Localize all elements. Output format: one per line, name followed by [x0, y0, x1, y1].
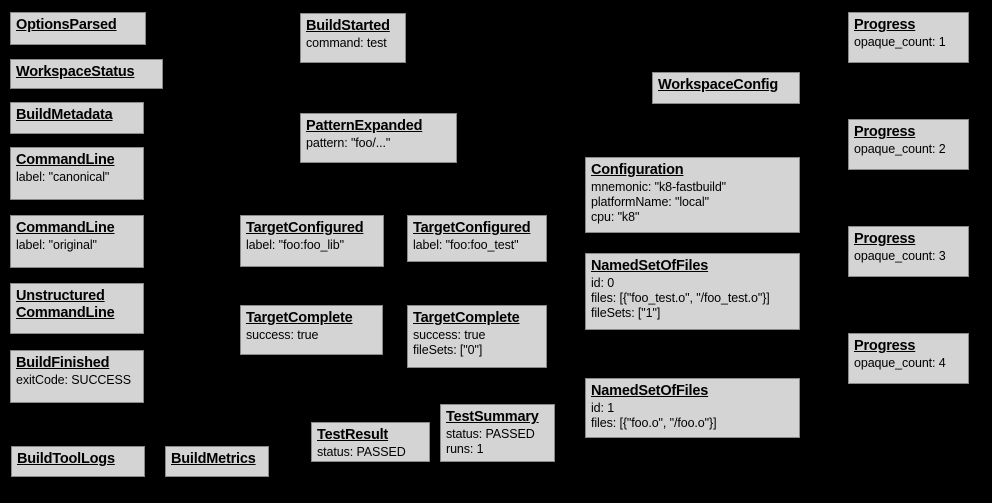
node-title: TestSummary [446, 409, 539, 425]
node-field-list: pattern: "foo/..." [306, 136, 451, 151]
node-field-list: status: PASSED [317, 445, 424, 460]
node-target-configured-foo-lib[interactable]: TargetConfigured label: "foo:foo_lib" [240, 215, 384, 267]
node-title: BuildFinished [16, 355, 110, 371]
node-title: TestResult [317, 427, 389, 443]
node-field-list: opaque_count: 4 [854, 356, 963, 371]
node-field: opaque_count: 3 [854, 249, 946, 263]
node-workspace-status[interactable]: WorkspaceStatus [10, 59, 163, 89]
node-field: opaque_count: 1 [854, 35, 946, 49]
node-build-started[interactable]: BuildStarted command: test [300, 13, 406, 63]
node-build-metrics[interactable]: BuildMetrics [165, 446, 269, 477]
node-title: Progress [854, 338, 916, 354]
node-field-list: exitCode: SUCCESS [16, 373, 138, 388]
node-field: runs: 1 [446, 442, 484, 456]
node-unstructured-command-line[interactable]: Unstructured CommandLine [10, 283, 144, 334]
node-title: NamedSetOfFiles [591, 383, 709, 399]
node-title: TargetConfigured [413, 220, 531, 236]
node-field: platformName: "local" [591, 195, 709, 209]
node-field-list: label: "foo:foo_lib" [246, 238, 378, 253]
node-title: Configuration [591, 162, 684, 178]
node-field: exitCode: SUCCESS [16, 373, 132, 387]
node-title: Unstructured CommandLine [16, 288, 115, 321]
node-field: files: [{"foo_test.o", "/foo_test.o"}] [591, 291, 770, 305]
node-field: success: true [246, 328, 319, 342]
node-title: BuildMetadata [16, 107, 113, 123]
node-command-line-original[interactable]: CommandLine label: "original" [10, 215, 144, 268]
node-field: id: 1 [591, 401, 615, 415]
node-field: label: "canonical" [16, 170, 110, 184]
node-field: success: true [413, 328, 486, 342]
node-test-result[interactable]: TestResult status: PASSED [311, 422, 430, 462]
node-field: opaque_count: 4 [854, 356, 946, 370]
node-field-list: opaque_count: 1 [854, 35, 963, 50]
node-title: PatternExpanded [306, 118, 423, 134]
node-build-finished[interactable]: BuildFinished exitCode: SUCCESS [10, 350, 144, 403]
node-title: Progress [854, 17, 916, 33]
node-title: TargetConfigured [246, 220, 364, 236]
node-title: WorkspaceStatus [16, 64, 135, 80]
node-field-list: label: "original" [16, 238, 138, 253]
node-field: label: "foo:foo_test" [413, 238, 519, 252]
node-field-list: label: "canonical" [16, 170, 138, 185]
node-field-list: opaque_count: 3 [854, 249, 963, 264]
node-target-configured-foo-test[interactable]: TargetConfigured label: "foo:foo_test" [407, 215, 547, 262]
node-title: Progress [854, 231, 916, 247]
node-title: CommandLine [16, 152, 115, 168]
node-title: NamedSetOfFiles [591, 258, 709, 274]
node-field: cpu: "k8" [591, 210, 640, 224]
node-field-list: success: true [246, 328, 377, 343]
node-field: mnemonic: "k8-fastbuild" [591, 180, 727, 194]
node-field-list: command: test [306, 36, 400, 51]
node-field: command: test [306, 36, 387, 50]
node-field: pattern: "foo/..." [306, 136, 391, 150]
node-title: Progress [854, 124, 916, 140]
node-field: files: [{"foo.o", "/foo.o"}] [591, 416, 717, 430]
node-field-list: label: "foo:foo_test" [413, 238, 541, 253]
node-field: status: PASSED [317, 445, 406, 459]
node-progress-4[interactable]: Progress opaque_count: 4 [848, 333, 969, 384]
node-pattern-expanded[interactable]: PatternExpanded pattern: "foo/..." [300, 113, 457, 163]
node-target-complete-lib[interactable]: TargetComplete success: true [240, 305, 383, 355]
node-title: WorkspaceConfig [658, 77, 779, 93]
node-title: TargetComplete [246, 310, 353, 326]
node-configuration[interactable]: Configuration mnemonic: "k8-fastbuild"pla… [585, 157, 800, 233]
node-field: opaque_count: 2 [854, 142, 946, 156]
node-progress-1[interactable]: Progress opaque_count: 1 [848, 12, 969, 63]
node-title: OptionsParsed [16, 17, 117, 33]
node-field-list: mnemonic: "k8-fastbuild"platformName: "l… [591, 180, 794, 225]
node-build-tool-logs[interactable]: BuildToolLogs [11, 446, 145, 477]
node-field: fileSets: ["1"] [591, 306, 661, 320]
node-title: CommandLine [16, 220, 115, 236]
node-field: status: PASSED [446, 427, 535, 441]
node-title: BuildMetrics [171, 451, 256, 467]
node-title: TargetComplete [413, 310, 520, 326]
node-field: id: 0 [591, 276, 615, 290]
node-workspace-config[interactable]: WorkspaceConfig [652, 72, 800, 104]
node-title: BuildStarted [306, 18, 390, 34]
node-field: label: "original" [16, 238, 97, 252]
node-field: label: "foo:foo_lib" [246, 238, 344, 252]
node-progress-2[interactable]: Progress opaque_count: 2 [848, 119, 969, 170]
node-command-line-canonical[interactable]: CommandLine label: "canonical" [10, 147, 144, 200]
node-field-list: opaque_count: 2 [854, 142, 963, 157]
node-progress-3[interactable]: Progress opaque_count: 3 [848, 226, 969, 277]
node-build-metadata[interactable]: BuildMetadata [10, 102, 144, 134]
node-field: fileSets: ["0"] [413, 343, 483, 357]
node-title: BuildToolLogs [17, 451, 115, 467]
node-options-parsed[interactable]: OptionsParsed [10, 12, 146, 45]
